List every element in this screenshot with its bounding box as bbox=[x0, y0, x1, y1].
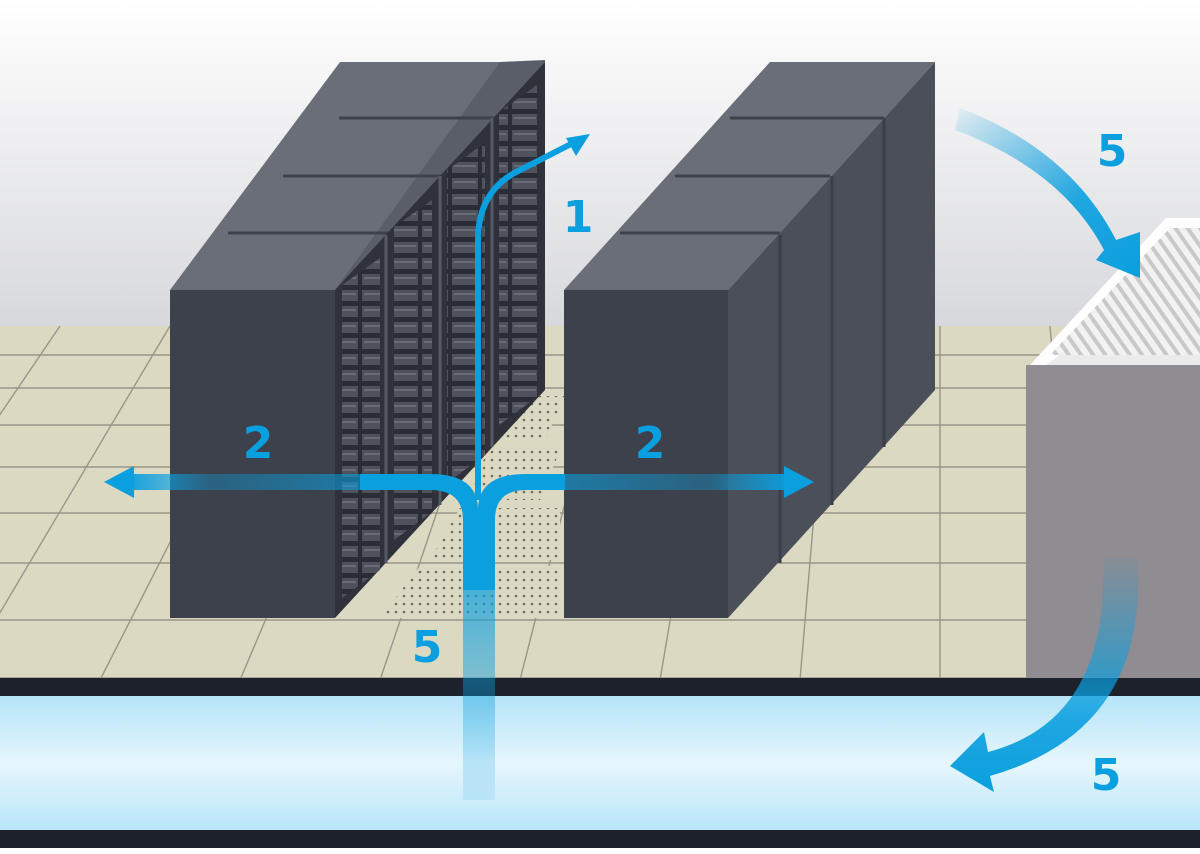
subfloor-slab bbox=[0, 830, 1200, 848]
plenum-supply-column bbox=[463, 590, 495, 800]
crac-return-arrow bbox=[955, 108, 1140, 278]
floor-slab bbox=[0, 678, 1200, 696]
cold-aisle-split bbox=[360, 474, 565, 560]
hot-exhaust-arrow bbox=[475, 139, 577, 500]
rack-front bbox=[170, 290, 335, 618]
label-cold-air-left: 2 bbox=[243, 418, 274, 469]
left-rack-row bbox=[170, 60, 545, 618]
label-crac-return: 5 bbox=[1097, 126, 1128, 177]
label-plenum-supply: 5 bbox=[412, 622, 443, 673]
right-arrow-head bbox=[784, 466, 814, 498]
airflow-arrows bbox=[104, 108, 1140, 800]
label-hot-aisle-exhaust: 1 bbox=[563, 192, 594, 243]
label-crac-discharge: 5 bbox=[1091, 750, 1122, 801]
rack-front bbox=[564, 290, 728, 618]
crac-unit bbox=[1026, 218, 1200, 683]
crac-discharge-arrow bbox=[950, 558, 1138, 792]
label-cold-air-right: 2 bbox=[635, 418, 666, 469]
left-arrow-head bbox=[104, 466, 134, 498]
